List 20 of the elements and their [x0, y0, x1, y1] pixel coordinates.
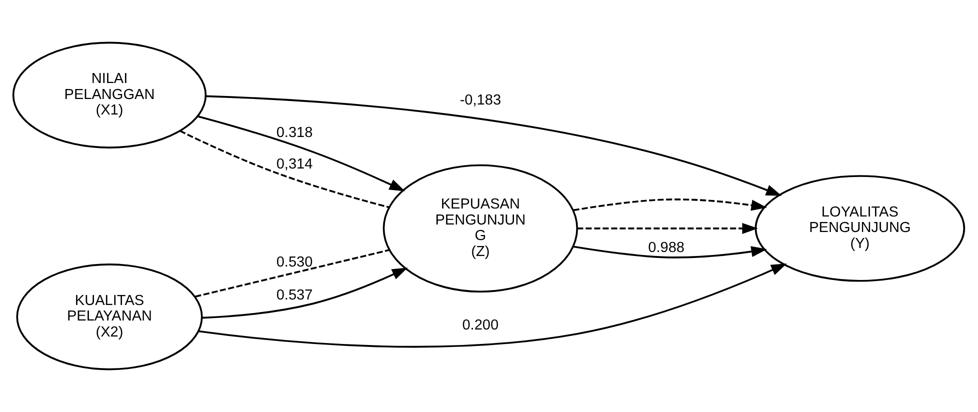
- edge-label: -0,183: [460, 92, 502, 108]
- arrow: [573, 198, 768, 212]
- arrow: [197, 115, 406, 192]
- arrow: [202, 268, 408, 319]
- node-ellipse: KUALITAS PELAYANAN (X2): [16, 264, 203, 370]
- edge-label: 0.988: [648, 240, 685, 256]
- edge-label: 0.537: [276, 287, 313, 304]
- node-ellipse: KEPUASAN PENGUNJUN G (Z): [382, 164, 578, 293]
- edge-label: 0.200: [462, 318, 499, 334]
- arrow: [206, 95, 782, 196]
- connector: [179, 130, 390, 208]
- node-ellipse: NILAI PELANGGAN (X1): [12, 42, 207, 148]
- arrow: [198, 264, 787, 348]
- connector: [195, 249, 390, 298]
- node-ellipse: LOYALITAS PENGUNJUNG (Y): [754, 175, 966, 282]
- arrow: [573, 246, 768, 258]
- arrow: [577, 222, 758, 234]
- edge-label: 0.318: [276, 125, 313, 142]
- edge-label: 0,314: [276, 156, 313, 173]
- edge-label: 0.530: [276, 254, 313, 271]
